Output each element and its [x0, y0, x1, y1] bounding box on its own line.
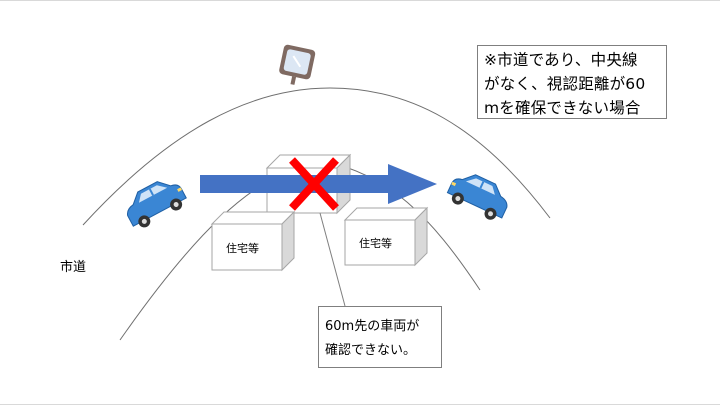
cross-mark-icon: [289, 157, 339, 211]
house-right: 住宅等: [343, 206, 429, 267]
car-right-icon: [446, 174, 508, 220]
car-left-icon: [126, 181, 187, 228]
road-label: 市道: [60, 260, 87, 275]
road-outer-edge: [82, 87, 551, 226]
sight-arrow: [200, 164, 437, 204]
visibility-callout: 60m先の車両が 確認できない。: [318, 306, 442, 368]
house-right-label: 住宅等: [359, 236, 392, 250]
road-mirror-icon: [279, 44, 316, 85]
house-left-label: 住宅等: [226, 241, 259, 255]
callout-leader: [319, 212, 346, 307]
condition-note: ※市道であり、中央線 がなく、視認距離が60 mを確保できない場合: [477, 45, 667, 119]
top-border: [0, 0, 720, 1]
house-left: 住宅等: [210, 210, 296, 272]
